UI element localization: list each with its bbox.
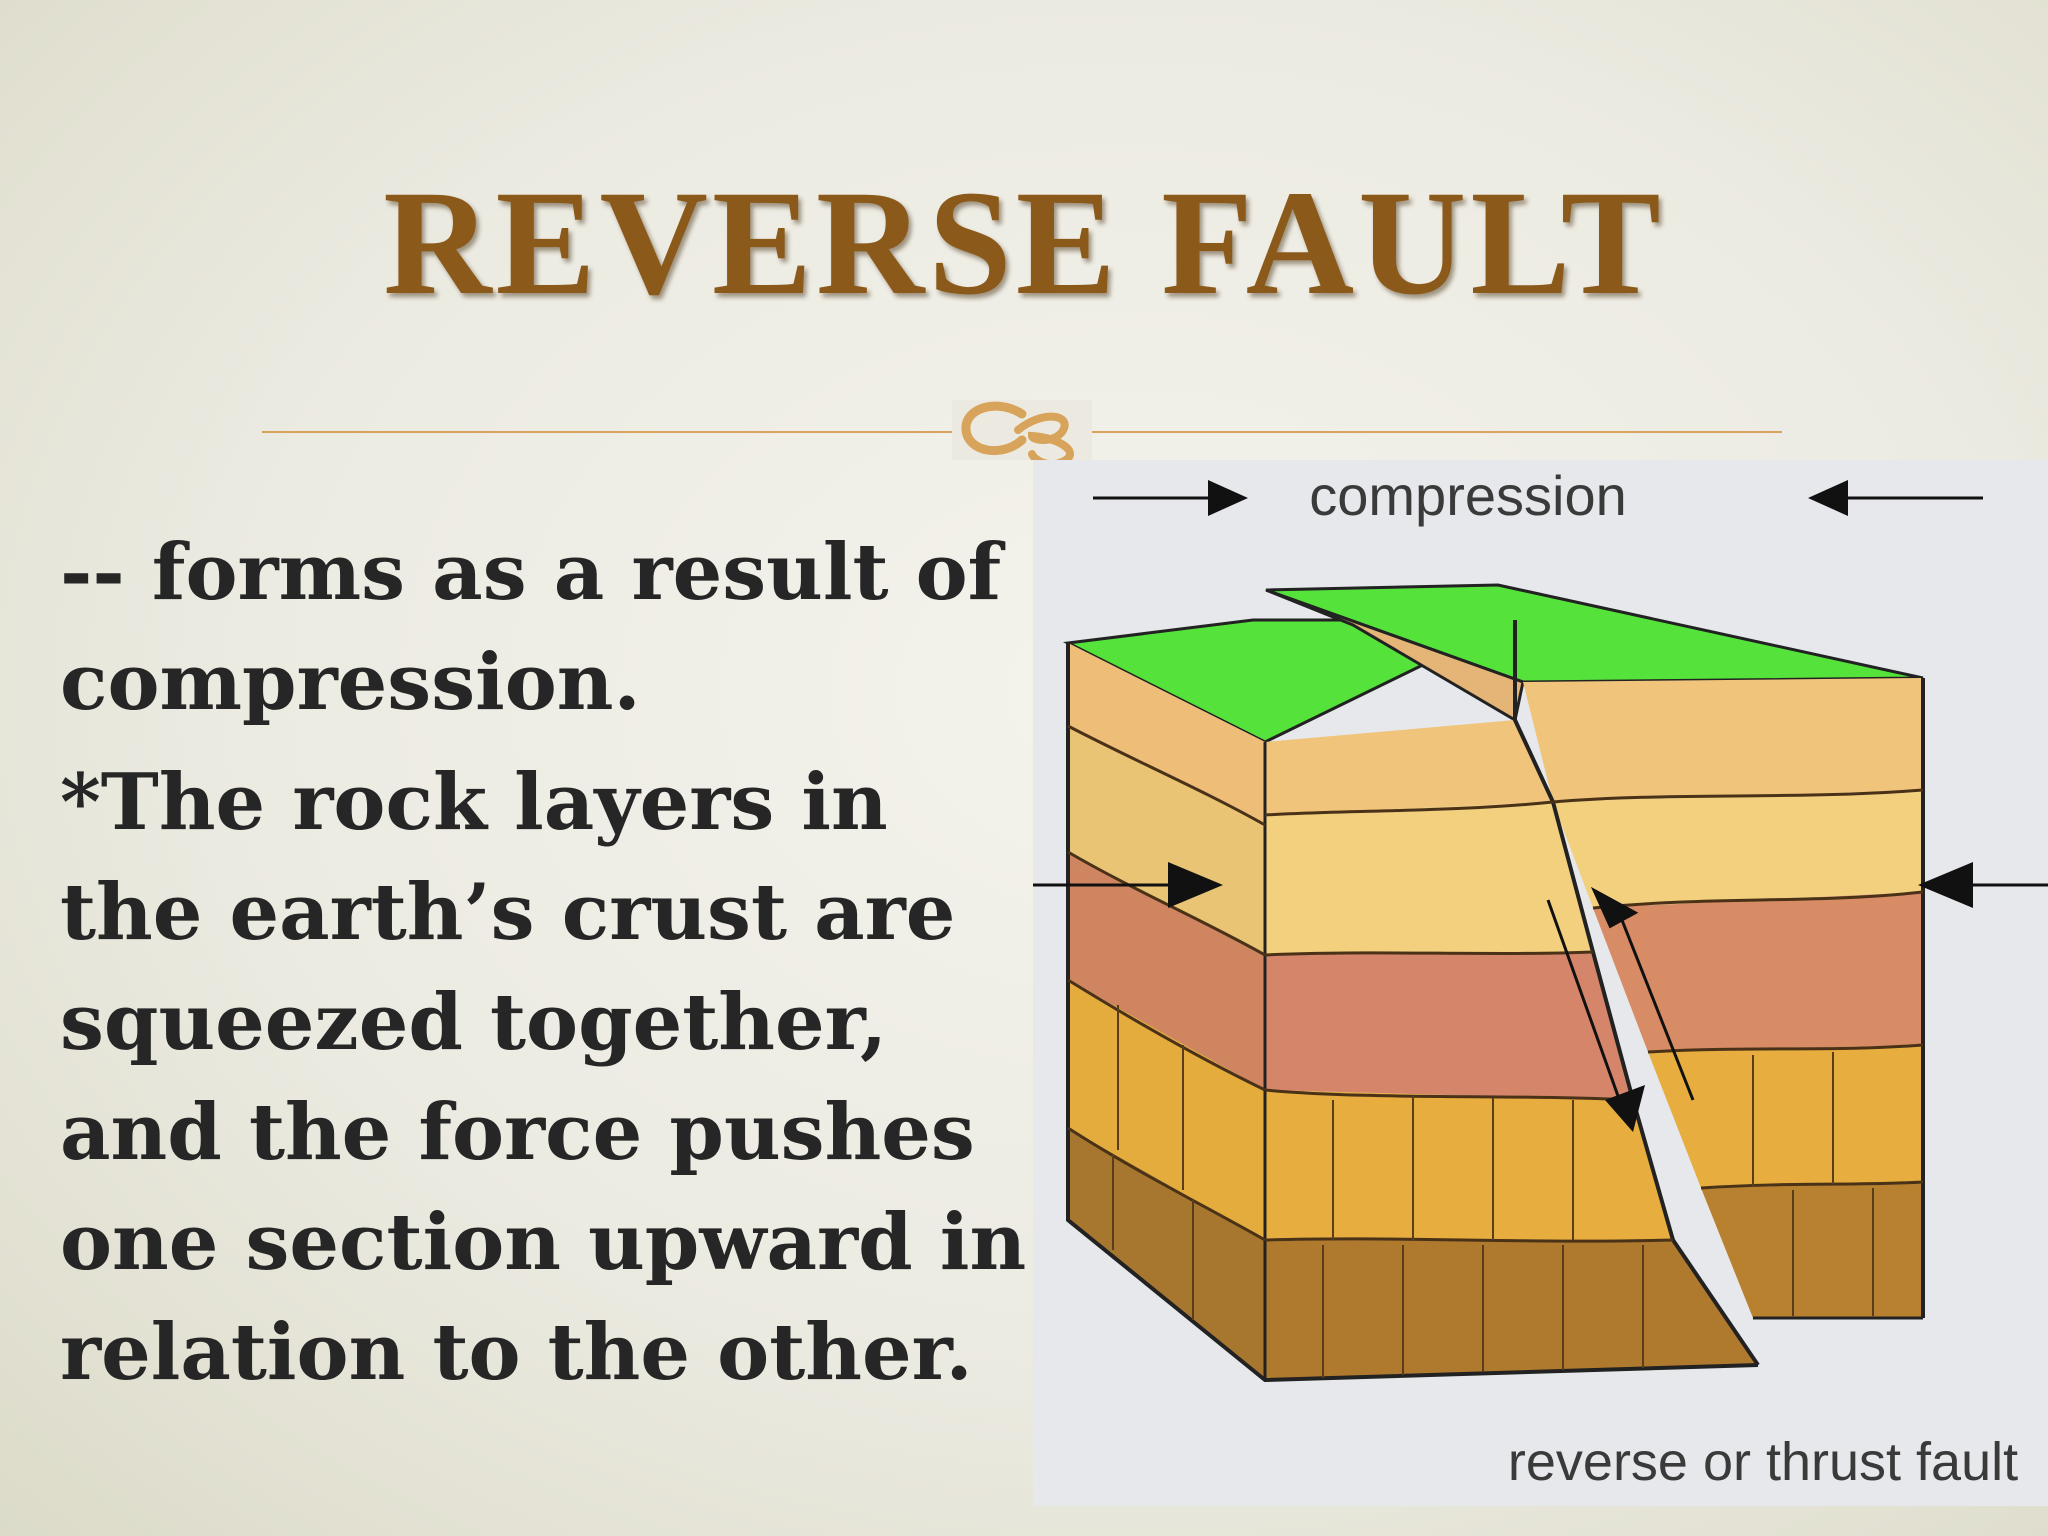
body-line-2: *The rock layers in the earth’s crust ar… [60,757,1027,1398]
arrow-left-icon [1918,862,1973,908]
arrow-right-icon [1208,480,1248,516]
compression-arrows [1093,480,1983,516]
slide-title: REVERSE FAULT [383,160,1665,326]
fw-layer-5 [1265,1240,1758,1380]
hw-layer-2 [1553,790,1923,908]
block-outline [1066,643,1759,1383]
diagram-caption: reverse or thrust fault [1508,1432,2018,1492]
hw-layer-3 [1593,892,1923,1052]
fw-layer-2 [1265,802,1593,955]
fw-layer-3 [1265,952,1633,1100]
hw-layer-1 [1523,678,1923,802]
hw-layer-5 [1701,1182,1923,1318]
layer-boundaries [1067,724,1924,1243]
body-text: -- forms as a result of compression. *Th… [60,518,1040,1418]
arrow-left-icon [1808,480,1848,516]
fw-layer-4 [1265,1090,1673,1240]
fw-side-layer-3 [1068,852,1265,1090]
body-line-1: -- forms as a result of compression. [60,527,1002,728]
reverse-fault-diagram: compression [1033,460,2048,1506]
ornament-divider-icon [952,400,1092,460]
rock-cracks [1112,1005,1874,1378]
title-divider [262,400,1782,460]
side-compression-arrows [1033,862,2048,908]
arrow-up-icon [1590,886,1639,929]
arrow-down-icon [1605,1085,1645,1132]
arrow-right-icon [1168,862,1223,908]
fw-side-layer-2 [1068,726,1265,955]
compression-label: compression [1309,464,1626,527]
fw-side-layer-1 [1068,643,1265,825]
fw-side-layer-5 [1068,1128,1265,1380]
fault-slip-arrows [1546,886,1695,1132]
hw-layer-4 [1648,1045,1923,1188]
fw-layer-1 [1265,720,1553,815]
